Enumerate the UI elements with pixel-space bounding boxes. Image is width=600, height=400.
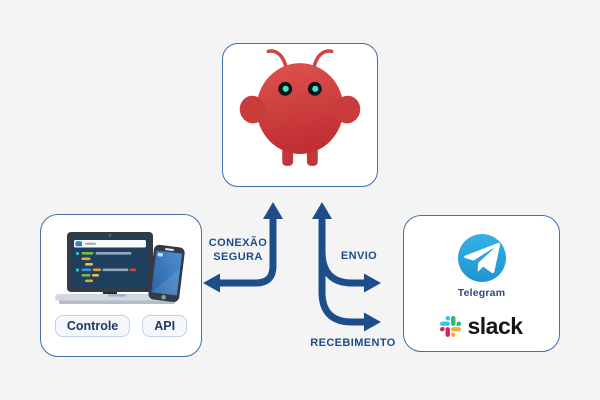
arrowhead-right-envio: [364, 273, 381, 293]
telegram-label: Telegram: [457, 287, 506, 299]
arrowhead-left: [203, 273, 220, 293]
device-buttons-row: Controle API: [54, 315, 188, 337]
controle-button[interactable]: Controle: [54, 315, 131, 337]
api-button[interactable]: API: [142, 315, 188, 337]
edge-label-line2: SEGURA: [213, 251, 263, 263]
laptop-phone-illustration: [55, 232, 185, 304]
slack-label: slack: [467, 313, 523, 339]
slack-logo: slack: [440, 313, 523, 340]
laptop-base: [55, 294, 179, 301]
arrowhead-right-recebimento: [364, 312, 381, 332]
edge-label-conexao-segura: CONEXÃO SEGURA: [200, 236, 276, 264]
slack-icon: [440, 316, 462, 337]
node-channels: Telegram slack: [403, 215, 560, 352]
code-lines: [76, 252, 136, 283]
node-devices: Controle API: [40, 214, 202, 357]
edge-label-recebimento: RECEBIMENTO: [310, 337, 396, 349]
bug-mascot-icon: [239, 49, 361, 166]
edge-label-line1: CONEXÃO: [208, 237, 268, 249]
arrowhead-up-right: [312, 202, 332, 219]
laptop-camera-dot: [108, 234, 112, 237]
smartphone: [148, 244, 185, 302]
edge-label-envio: ENVIO: [340, 250, 378, 262]
edge-recebimento: [318, 216, 366, 326]
node-bot: [222, 43, 378, 187]
telegram-icon: [457, 234, 506, 282]
arrowhead-up-left: [263, 202, 283, 219]
